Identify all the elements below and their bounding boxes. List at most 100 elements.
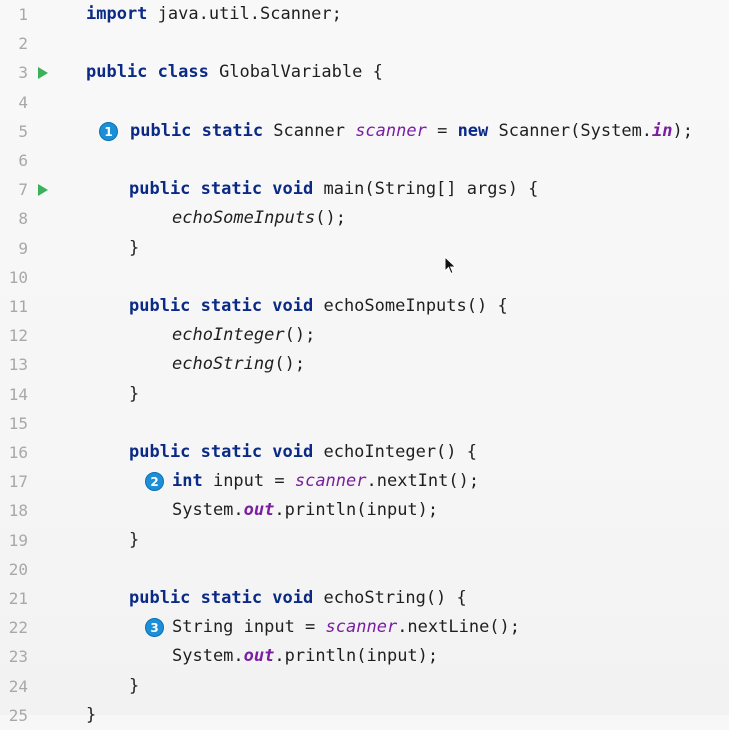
code-token: echoSomeInputs — [172, 208, 316, 229]
code-token: scanner — [325, 617, 398, 638]
code-text: public static Scanner scanner = new Scan… — [130, 117, 693, 146]
code-line[interactable]: 7 public static void main(String[] args) … — [0, 175, 729, 204]
code-token: GlobalVariable { — [208, 62, 383, 83]
code-line[interactable]: 11 public static void echoSomeInputs() { — [0, 292, 729, 321]
line-number: 2 — [18, 34, 28, 54]
code-token: System. — [172, 500, 244, 521]
code-token: out — [243, 646, 275, 667]
code-token: ); — [672, 120, 694, 141]
code-text: String input = scanner.nextLine(); — [172, 613, 520, 642]
line-number: 21 — [8, 589, 28, 608]
line-number: 24 — [8, 676, 28, 696]
line-number: 17 — [8, 472, 28, 492]
line-number: 3 — [18, 63, 28, 83]
line-number: 20 — [8, 559, 28, 579]
line-number: 11 — [8, 297, 28, 316]
code-text: int input = scanner.nextInt(); — [172, 467, 479, 496]
code-text: } — [129, 380, 139, 409]
code-token: = — [426, 120, 458, 141]
code-line[interactable]: 17 2 int input = scanner.nextInt(); — [0, 467, 729, 496]
line-number: 13 — [8, 355, 28, 375]
code-text: public static void echoSomeInputs() { — [129, 292, 508, 321]
line-number: 1 — [18, 5, 28, 24]
code-text: System.out.println(input); — [172, 496, 438, 525]
code-token: echoString — [172, 354, 275, 375]
code-token: import — [86, 4, 148, 24]
code-token: .nextLine(); — [397, 617, 521, 638]
code-token: } — [129, 237, 140, 258]
code-token: public static void — [129, 296, 314, 316]
line-number: 10 — [8, 267, 28, 287]
code-line[interactable]: 19} — [0, 526, 729, 555]
code-token: } — [129, 529, 140, 550]
line-number: 14 — [8, 384, 28, 404]
code-token: .println(input); — [274, 646, 439, 667]
code-line[interactable]: 10 — [0, 263, 729, 292]
code-token: scanner — [355, 120, 427, 141]
code-line[interactable]: 2 — [0, 29, 729, 58]
code-token: out — [243, 500, 275, 521]
code-text: import java.util.Scanner; — [86, 0, 342, 29]
code-token: (); — [315, 208, 347, 229]
mouse-pointer-icon — [444, 255, 458, 280]
code-line[interactable]: 23 System.out.println(input); — [0, 642, 729, 671]
code-token: int — [172, 471, 203, 492]
code-line[interactable]: 8 echoSomeInputs(); — [0, 204, 729, 233]
code-token: (); — [274, 354, 306, 375]
code-token: echoInteger() { — [313, 442, 477, 462]
code-line[interactable]: 21 public static void echoString() { — [0, 584, 729, 613]
run-gutter-icon[interactable] — [38, 184, 48, 197]
code-token: .nextInt(); — [366, 471, 480, 492]
code-text: public static void echoString() { — [129, 584, 467, 613]
code-text: } — [129, 672, 139, 701]
code-line[interactable]: 18 System.out.println(input); — [0, 496, 729, 525]
code-text: System.out.println(input); — [172, 642, 438, 671]
code-token: Scanner — [263, 120, 356, 141]
line-number: 7 — [18, 180, 28, 200]
code-text: echoString(); — [172, 350, 305, 379]
code-line[interactable]: 15 — [0, 409, 729, 438]
run-gutter-icon[interactable] — [38, 67, 48, 80]
line-number: 5 — [18, 121, 28, 141]
code-token: public static void — [129, 588, 314, 608]
line-number: 22 — [8, 618, 28, 638]
code-text: } — [129, 526, 139, 555]
line-number: 15 — [8, 413, 28, 433]
numbered-callout-icon: 3 — [145, 618, 164, 638]
code-line[interactable]: 1 import java.util.Scanner; — [0, 0, 729, 29]
line-number: 4 — [18, 92, 28, 112]
numbered-callout-icon: 2 — [145, 472, 164, 492]
code-line[interactable]: 4 — [0, 88, 729, 117]
code-text: echoInteger(); — [172, 321, 315, 350]
line-number: 23 — [8, 647, 28, 667]
line-number: 8 — [18, 209, 28, 229]
line-number: 18 — [8, 501, 28, 521]
code-line[interactable]: 20 — [0, 555, 729, 584]
code-text: public static void main(String[] args) { — [129, 175, 538, 204]
code-token: public static void — [129, 442, 314, 462]
code-token: } — [129, 675, 140, 696]
code-line[interactable]: 6 — [0, 146, 729, 175]
code-text: } — [129, 234, 139, 263]
code-line[interactable]: 24} — [0, 672, 729, 701]
code-line[interactable]: 13 echoString(); — [0, 350, 729, 379]
code-text: public static void echoInteger() { — [129, 438, 477, 467]
code-line[interactable]: 25} — [0, 701, 729, 730]
code-token: String input = — [172, 617, 326, 638]
code-token: Scanner(System. — [488, 120, 653, 141]
code-line[interactable]: 22 3 String input = scanner.nextLine(); — [0, 613, 729, 642]
code-token: echoSomeInputs() { — [313, 296, 508, 316]
code-token: java.util.Scanner; — [147, 4, 342, 24]
code-token: System. — [172, 646, 244, 667]
code-line[interactable]: 14} — [0, 380, 729, 409]
code-token: } — [86, 704, 97, 725]
code-token: public static — [130, 120, 264, 141]
code-line[interactable]: 9} — [0, 234, 729, 263]
code-token: input = — [202, 471, 295, 492]
line-number: 19 — [8, 530, 28, 550]
